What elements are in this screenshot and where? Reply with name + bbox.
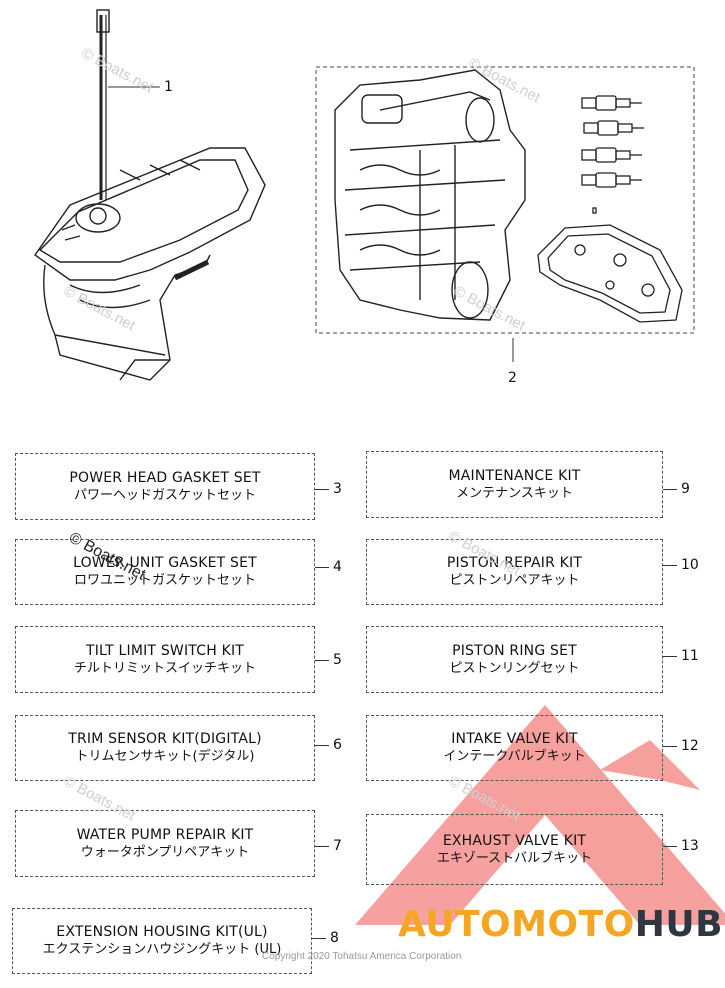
- powerhead-group-box: [315, 66, 695, 334]
- kit-tilt-limit-switch-kit[interactable]: TILT LIMIT SWITCH KIT チルトリミットスイッチキット: [15, 626, 315, 693]
- callout-3: 3: [315, 481, 342, 497]
- kit-name: WATER PUMP REPAIR KIT: [76, 826, 254, 843]
- callout-5: 5: [315, 652, 342, 668]
- callout-6: 6: [315, 737, 342, 753]
- kit-intake-valve-kit[interactable]: INTAKE VALVE KIT インテークバルブキット: [366, 715, 663, 781]
- kit-name: TRIM SENSOR KIT(DIGITAL): [68, 731, 262, 747]
- kit-exhaust-valve-kit[interactable]: EXHAUST VALVE KIT エキゾーストバルブキット: [366, 814, 663, 885]
- kit-extension-housing-kit[interactable]: EXTENSION HOUSING KIT(UL) エクステンションハウジングキ…: [12, 908, 312, 974]
- kit-name-jp: ロワユニットガスケットセット: [73, 573, 256, 588]
- callout-2: 2: [508, 370, 517, 386]
- kit-name-jp: チルトリミットスイッチキット: [73, 660, 256, 676]
- callout-8: 8: [312, 930, 339, 946]
- kit-piston-repair-kit[interactable]: PISTON REPAIR KIT ピストンリペアキット: [366, 539, 663, 605]
- brand-logo-mark: [355, 705, 725, 925]
- kit-name: TILT LIMIT SWITCH KIT: [85, 642, 245, 659]
- brand-part2: HUB: [634, 904, 724, 945]
- kit-name: PISTON REPAIR KIT: [446, 555, 583, 571]
- kit-name-jp: メンテナンスキット: [456, 485, 573, 501]
- kit-name-jp: インテークバルブキット: [443, 749, 586, 764]
- lower-unit-illustration: [34, 9, 266, 381]
- kit-name: EXTENSION HOUSING KIT(UL): [56, 924, 268, 940]
- kit-name-jp: ウォータポンプリペアキット: [80, 844, 250, 860]
- brand-wordmark: AUTOMOTOHUB: [398, 904, 723, 945]
- kit-piston-ring-set[interactable]: PISTON RING SET ピストンリングセット: [366, 626, 663, 693]
- gasket-illustration: [537, 224, 683, 323]
- kit-name-jp: エキゾーストバルブキット: [436, 850, 593, 866]
- kit-name-jp: トリムセンサキット(デジタル): [75, 749, 255, 764]
- powerhead-illustration: [334, 69, 526, 321]
- kit-name: INTAKE VALVE KIT: [451, 731, 578, 747]
- kit-maintenance-kit[interactable]: MAINTENANCE KIT メンテナンスキット: [366, 451, 663, 518]
- kit-name: EXHAUST VALVE KIT: [442, 832, 587, 849]
- kit-lower-unit-gasket-set[interactable]: LOWER UNIT GASKET SET ロワユニットガスケットセット: [15, 539, 315, 605]
- kit-trim-sensor-kit[interactable]: TRIM SENSOR KIT(DIGITAL) トリムセンサキット(デジタル): [15, 715, 315, 781]
- spark-plugs-illustration: [581, 95, 644, 214]
- callout-1: 1: [164, 79, 173, 95]
- callout-12: 12: [663, 738, 699, 754]
- kit-water-pump-repair-kit[interactable]: WATER PUMP REPAIR KIT ウォータポンプリペアキット: [15, 810, 315, 877]
- kit-name-jp: パワーヘッドガスケットセット: [73, 487, 256, 503]
- kit-power-head-gasket-set[interactable]: POWER HEAD GASKET SET パワーヘッドガスケットセット: [15, 453, 315, 520]
- kit-name: POWER HEAD GASKET SET: [69, 469, 261, 486]
- callout-9: 9: [663, 481, 690, 497]
- kit-name: MAINTENANCE KIT: [448, 467, 581, 484]
- kit-name: PISTON RING SET: [452, 642, 577, 659]
- kit-name: LOWER UNIT GASKET SET: [73, 555, 257, 571]
- brand-part1: AUTOMOTO: [398, 904, 635, 945]
- callout-13: 13: [663, 838, 699, 854]
- callout-10: 10: [663, 557, 699, 573]
- kit-name-jp: ピストンリングセット: [449, 660, 580, 676]
- callout-7: 7: [315, 838, 342, 854]
- kit-name-jp: エクステンションハウジングキット (UL): [42, 942, 282, 957]
- callout-11: 11: [663, 648, 699, 664]
- kit-name-jp: ピストンリペアキット: [449, 573, 580, 588]
- copyright-text: Copyright 2020 Tohatsu America Corporati…: [262, 951, 462, 962]
- callout-4: 4: [315, 559, 342, 575]
